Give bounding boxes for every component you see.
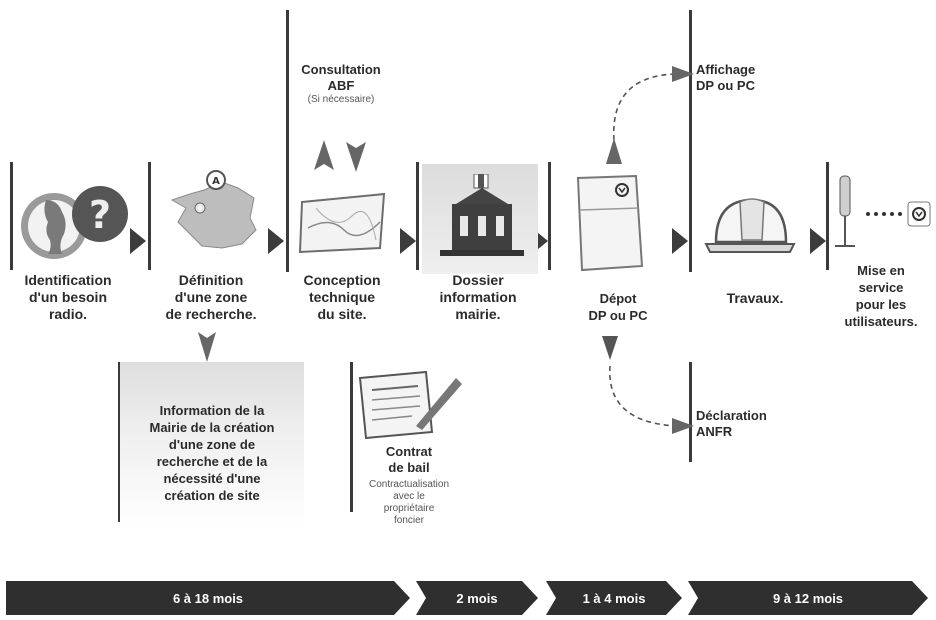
- separator-3: [286, 10, 289, 272]
- separator-4: [416, 162, 419, 270]
- separator-1: [10, 162, 13, 270]
- contrat-de-bail: Contrat de bail Contractualisation avec …: [368, 444, 450, 526]
- step-6-label: Travaux.: [726, 290, 784, 306]
- dashed-arrow-down-icon: [602, 336, 694, 434]
- timeline-segment-1: 6 à 18 mois: [6, 581, 410, 615]
- question-head-icon: ?: [21, 186, 128, 259]
- contract-pen-icon: [358, 370, 462, 440]
- separator-6: [689, 10, 692, 272]
- arrow-down-icon: [198, 332, 216, 362]
- chevron-2: [268, 228, 284, 254]
- chevron-5: [672, 228, 688, 254]
- separator-2: [148, 162, 151, 270]
- separator-bottom-3: [350, 362, 353, 512]
- chevron-1: [130, 228, 146, 254]
- town-hall-icon: [440, 174, 524, 256]
- france-map-icon: A: [170, 170, 257, 249]
- chevron-6: [810, 228, 826, 254]
- chevron-3: [400, 228, 416, 254]
- timeline-segment-4: 9 à 12 mois: [688, 581, 928, 615]
- antenna-service-icon: [835, 175, 931, 247]
- timeline-segment-3: 1 à 4 mois: [546, 581, 682, 615]
- information-box: [120, 362, 304, 526]
- hard-hat-icon: [704, 198, 796, 253]
- dossier-icon: [576, 174, 644, 272]
- information-box-text: Information de la Mairie de la création …: [149, 403, 275, 503]
- separator-bottom-2: [118, 362, 121, 522]
- consultation-abf: Consultation ABF (Si nécessaire): [301, 62, 381, 105]
- separator-5: [548, 162, 551, 270]
- dashed-arrow-up-icon: [606, 66, 694, 164]
- separator-bottom-6: [689, 362, 692, 462]
- timeline-segment-2: 2 mois: [416, 581, 538, 615]
- site-plan-icon: [298, 192, 386, 254]
- svg-text:?: ?: [89, 193, 111, 237]
- separator-7: [826, 162, 829, 270]
- up-down-arrows-icon: [314, 140, 366, 172]
- svg-text:A: A: [212, 176, 220, 187]
